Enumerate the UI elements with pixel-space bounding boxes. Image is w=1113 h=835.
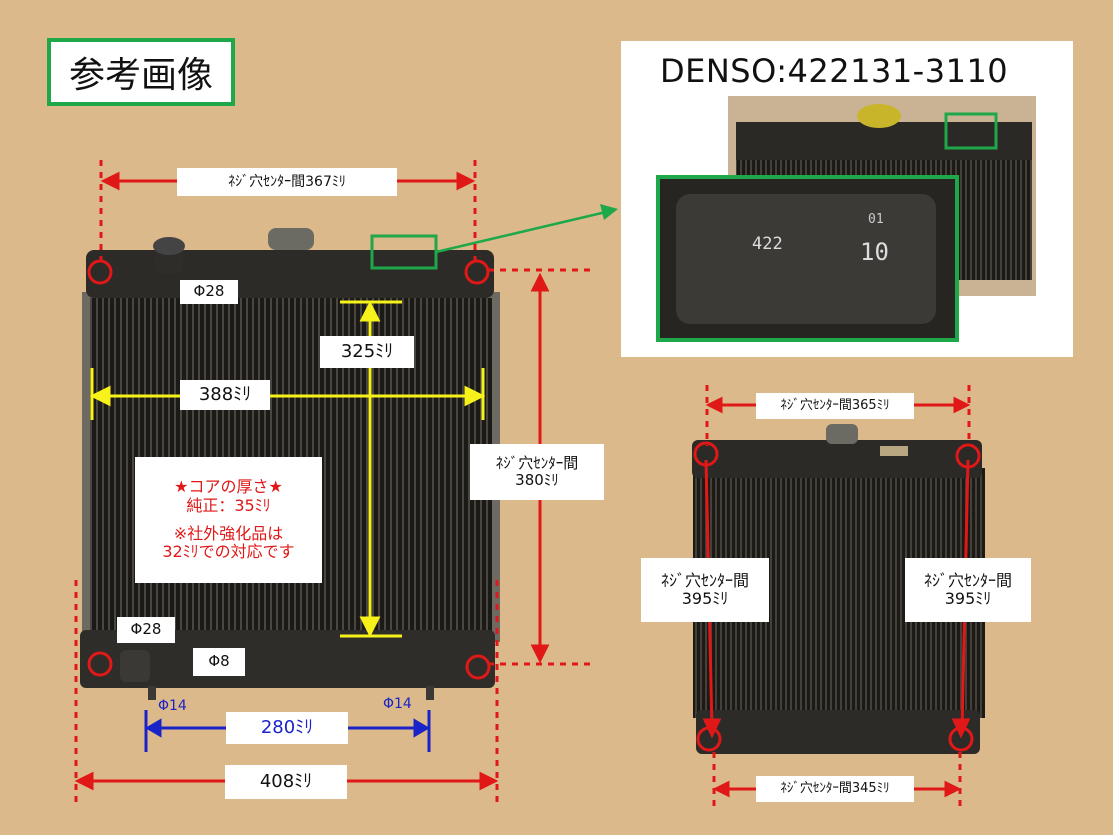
main-hole-center-top: ﾈｼﾞ穴ｾﾝﾀｰ間367ﾐﾘ (177, 168, 397, 196)
side-radiator-image (692, 424, 985, 754)
plate-marking-2: 10 (860, 238, 889, 266)
core-thickness-line2: 純正：35ﾐﾘ (186, 495, 271, 515)
side-hole-center-right: ﾈｼﾞ穴ｾﾝﾀｰ間 395ﾐﾘ (905, 558, 1031, 622)
main-dia-small: Φ8 (193, 648, 245, 676)
core-thickness-line4: 32ﾐﾘでの対応です (162, 542, 295, 562)
side-hole-center-bottom: ﾈｼﾞ穴ｾﾝﾀｰ間345ﾐﾘ (756, 776, 914, 802)
plate-marking-3: 01 (868, 212, 884, 227)
side-hole-center-left: ﾈｼﾞ穴ｾﾝﾀｰ間 395ﾐﾘ (641, 558, 769, 622)
main-hole-center-side-line2: 380ﾐﾘ (515, 471, 559, 489)
pin-left-label: Φ14 (158, 698, 187, 714)
pin-distance: 280ﾐﾘ (226, 712, 348, 744)
main-dia-bottom: Φ28 (117, 617, 175, 643)
side-hole-center-top: ﾈｼﾞ穴ｾﾝﾀｰ間365ﾐﾘ (756, 393, 914, 419)
main-hole-center-side-line1: ﾈｼﾞ穴ｾﾝﾀｰ間 (495, 453, 579, 472)
core-thickness-line1: ★コアの厚さ★ (174, 477, 283, 497)
side-right-line1: ﾈｼﾞ穴ｾﾝﾀｰ間 (923, 570, 1012, 590)
main-core-height: 325ﾐﾘ (320, 336, 414, 368)
side-right-line2: 395ﾐﾘ (944, 589, 992, 608)
overall-width: 408ﾐﾘ (225, 765, 347, 799)
pin-right-label: Φ14 (383, 696, 412, 712)
page-title: 参考画像 (47, 38, 235, 106)
side-left-line1: ﾈｼﾞ穴ｾﾝﾀｰ間 (660, 570, 749, 590)
main-dia-top: Φ28 (180, 280, 238, 304)
side-left-line2: 395ﾐﾘ (681, 589, 729, 608)
plate-marking-1: 422 (752, 234, 783, 254)
part-number: DENSO:422131-3110 (660, 52, 1009, 90)
main-core-width: 388ﾐﾘ (180, 380, 270, 410)
main-hole-center-side: ﾈｼﾞ穴ｾﾝﾀｰ間 380ﾐﾘ (470, 444, 604, 500)
core-thickness-note: ★コアの厚さ★ 純正：35ﾐﾘ ※社外強化品は 32ﾐﾘでの対応です (135, 457, 322, 583)
core-thickness-line3: ※社外強化品は (173, 524, 284, 543)
